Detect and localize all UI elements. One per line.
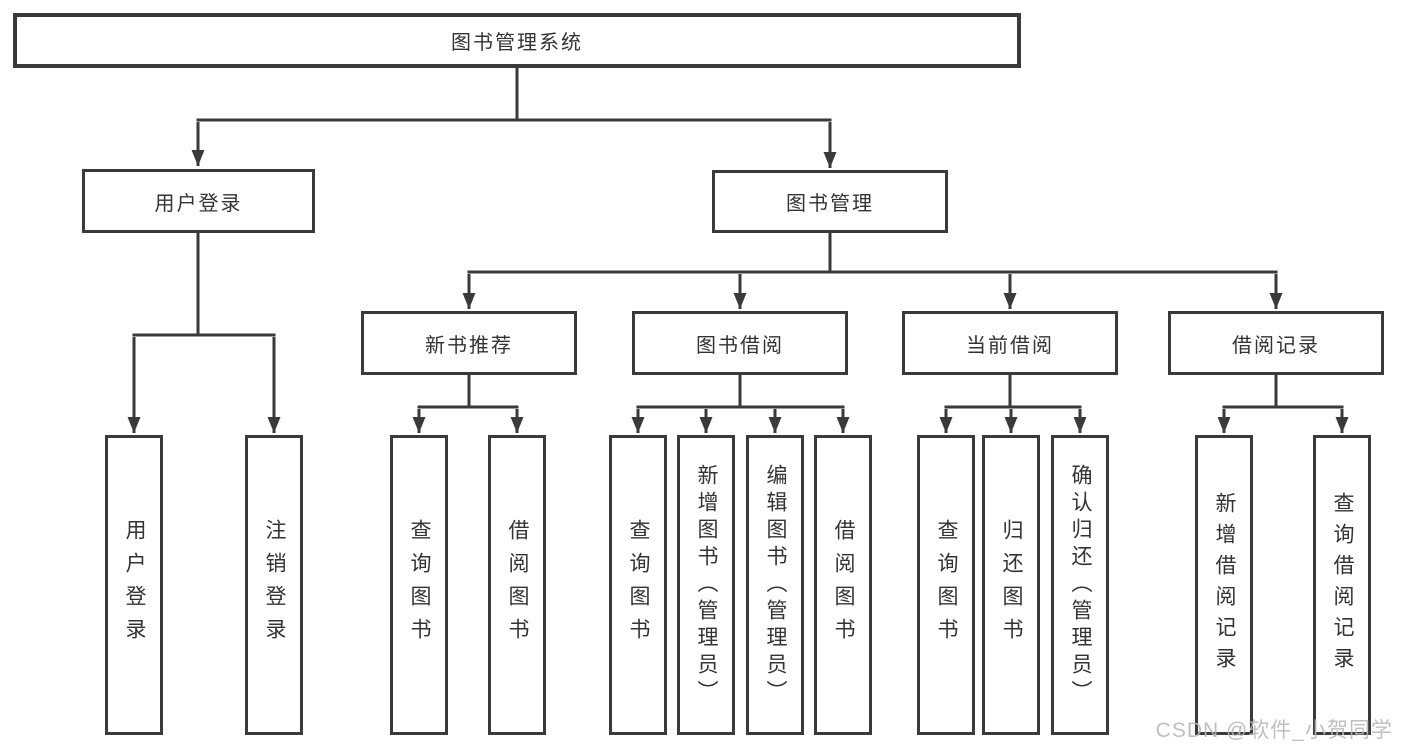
node-current-borrow-label: 当前借阅 <box>966 334 1054 357</box>
node-book-borrow-label: 图书借阅 <box>696 334 784 357</box>
node-root: 图书管理系统 <box>13 13 1021 68</box>
node-new-book-recommend-label: 新书推荐 <box>425 334 513 357</box>
node-borrow-records: 借阅记录 <box>1168 311 1384 375</box>
node-root-label: 图书管理系统 <box>451 32 583 54</box>
node-borrow-records-label: 借阅记录 <box>1232 334 1320 357</box>
node-leaf-add-borrow-record: 新增借阅记录 <box>1195 435 1253 735</box>
node-leaf-borrow-books-label: 借阅图书 <box>832 519 855 651</box>
node-leaf-edit-book-admin: 编辑图书（管理员） <box>746 435 804 735</box>
node-leaf-query-books-current: 查询图书 <box>917 435 975 735</box>
node-leaf-query-books-current-label: 查询图书 <box>935 519 958 651</box>
node-leaf-confirm-return-admin-label: 确认归还（管理员） <box>1069 463 1092 707</box>
node-leaf-user-login: 用户登录 <box>105 435 163 735</box>
node-leaf-logout-label: 注销登录 <box>263 519 286 651</box>
node-book-management: 图书管理 <box>712 170 948 233</box>
node-leaf-borrow-books-recommend: 借阅图书 <box>488 435 546 735</box>
node-user-login-label: 用户登录 <box>154 192 243 215</box>
node-book-management-label: 图书管理 <box>786 193 874 215</box>
node-leaf-add-borrow-record-label: 新增借阅记录 <box>1213 492 1236 678</box>
node-leaf-return-book: 归还图书 <box>982 435 1040 735</box>
node-current-borrow: 当前借阅 <box>902 311 1118 375</box>
node-leaf-logout: 注销登录 <box>245 435 303 735</box>
node-leaf-query-books-recommend: 查询图书 <box>390 435 448 735</box>
node-book-borrow: 图书借阅 <box>632 311 848 375</box>
csdn-watermark: CSDN @软件_小贺同学 <box>1155 719 1393 742</box>
node-leaf-add-book-admin: 新增图书（管理员） <box>677 435 735 735</box>
node-user-login: 用户登录 <box>82 169 315 233</box>
node-leaf-query-books-recommend-label: 查询图书 <box>408 519 431 651</box>
node-leaf-query-borrow-record-label: 查询借阅记录 <box>1331 492 1354 678</box>
node-leaf-confirm-return-admin: 确认归还（管理员） <box>1051 435 1109 735</box>
node-leaf-query-borrow-record: 查询借阅记录 <box>1313 435 1371 735</box>
node-leaf-user-login-label: 用户登录 <box>123 519 146 651</box>
node-leaf-query-books-borrow-label: 查询图书 <box>627 519 650 651</box>
node-leaf-query-books-borrow: 查询图书 <box>609 435 667 735</box>
node-leaf-borrow-books: 借阅图书 <box>814 435 872 735</box>
node-new-book-recommend: 新书推荐 <box>361 311 577 375</box>
node-leaf-add-book-admin-label: 新增图书（管理员） <box>695 463 718 707</box>
node-leaf-borrow-books-recommend-label: 借阅图书 <box>506 519 529 651</box>
node-leaf-return-book-label: 归还图书 <box>1000 519 1023 651</box>
node-leaf-edit-book-admin-label: 编辑图书（管理员） <box>764 463 787 707</box>
